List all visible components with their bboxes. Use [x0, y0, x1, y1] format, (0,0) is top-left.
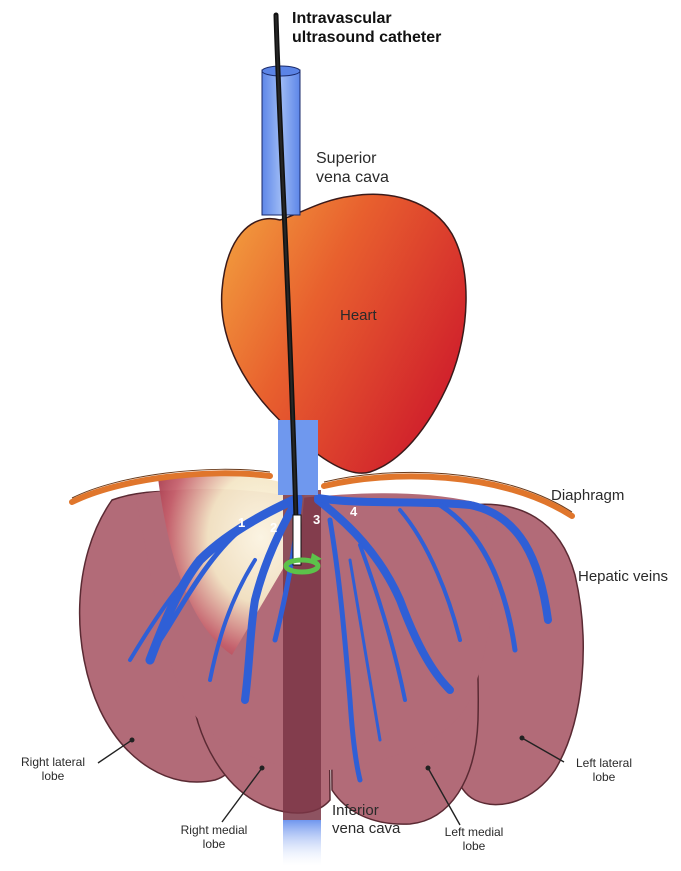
svc-label-line-1: Superior — [316, 150, 389, 169]
catheter-label: Intravascular ultrasound catheter — [292, 10, 441, 48]
vena-cava-mid — [278, 420, 318, 495]
right-lateral-lobe-line-1: Right lateral — [8, 755, 98, 769]
inferior-vena-cava — [283, 490, 321, 820]
vein-number-4: 4 — [350, 504, 357, 519]
heart-label: Heart — [340, 307, 377, 325]
right-lateral-lobe-line-2: lobe — [8, 769, 98, 783]
svc-label: Superior vena cava — [316, 150, 389, 188]
diaphragm-label: Diaphragm — [551, 487, 624, 505]
right-medial-lobe-line-2: lobe — [166, 837, 262, 851]
svc-label-line-2: vena cava — [316, 169, 389, 188]
catheter-tip — [293, 515, 301, 565]
right-lateral-lobe-label: Right lateral lobe — [8, 755, 98, 783]
ivc-label-line-2: vena cava — [332, 820, 400, 838]
ivc-label-line-1: Inferior — [332, 802, 400, 820]
vein-number-3: 3 — [313, 512, 320, 527]
vein-number-1: 1 — [238, 515, 245, 530]
catheter-label-line-1: Intravascular — [292, 10, 441, 29]
right-medial-lobe-label: Right medial lobe — [166, 823, 262, 851]
left-lateral-lobe-label: Left lateral lobe — [560, 756, 648, 784]
left-medial-lobe-line-1: Left medial — [432, 825, 516, 839]
ivc-label: Inferior vena cava — [332, 802, 400, 837]
catheter-label-line-2: ultrasound catheter — [292, 29, 441, 48]
right-medial-lobe-line-1: Right medial — [166, 823, 262, 837]
left-lateral-lobe-line-2: lobe — [560, 770, 648, 784]
inferior-vena-cava-lower — [283, 820, 321, 866]
vein-number-2: 2 — [270, 520, 277, 535]
left-medial-lobe-line-2: lobe — [432, 839, 516, 853]
heart-shape — [222, 194, 466, 473]
left-lateral-lobe-line-1: Left lateral — [560, 756, 648, 770]
left-medial-lobe-label: Left medial lobe — [432, 825, 516, 853]
hepatic-veins-label: Hepatic veins — [578, 568, 668, 586]
